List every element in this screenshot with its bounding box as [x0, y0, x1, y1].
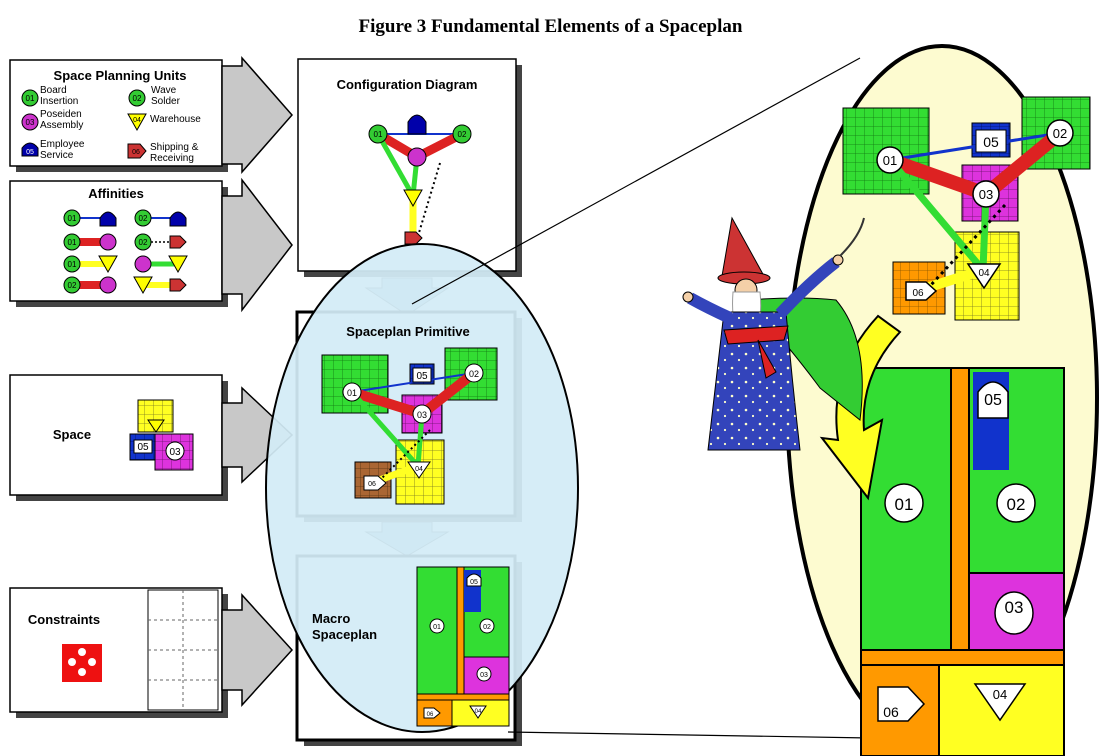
mag-macro-05: 05 [984, 392, 1002, 409]
mag-macro-04: 04 [993, 687, 1007, 702]
affinities-arrow-icon [221, 177, 293, 313]
macro-03: 03 [480, 672, 488, 679]
macro-06: 06 [427, 712, 434, 718]
unit-05-label: Employee [40, 139, 85, 150]
unit-02-icon [128, 89, 146, 107]
macro-title-2: Spaceplan [312, 627, 377, 642]
primitive-05: 05 [416, 371, 428, 382]
primitive-06: 06 [368, 481, 376, 488]
aff-1b: 02 [139, 214, 148, 223]
constraints-panel: Constraints [9, 587, 294, 718]
unit-06-num: 06 [132, 149, 140, 156]
unit-02-label: Wave [151, 85, 177, 96]
space-title: Space [53, 427, 91, 442]
figure-title: Figure 3 Fundamental Elements of a Space… [358, 16, 743, 37]
unit-01-icon [21, 89, 39, 107]
aff-2a: 01 [68, 238, 77, 247]
config-02: 02 [458, 130, 467, 139]
mag-macro-06: 06 [883, 704, 899, 720]
config-01: 01 [374, 130, 383, 139]
unit-03-icon [21, 113, 39, 131]
unit-04-num: 04 [133, 117, 141, 124]
unit-06-icon [127, 143, 147, 159]
units-title: Space Planning Units [54, 68, 187, 83]
unit-05-icon [21, 142, 39, 157]
primitive-content: Spaceplan Primitive 05 01 02 03 04 06 [321, 324, 498, 505]
mag-prim-03: 03 [979, 187, 993, 202]
constraints-arrow-icon [221, 593, 294, 707]
unit-01-num: 01 [26, 94, 35, 103]
unit-06-label-2: Receiving [150, 153, 194, 164]
affinities-title: Affinities [88, 186, 144, 201]
magnified-macro: 01 02 05 03 06 04 [860, 367, 1065, 756]
space-03: 03 [169, 447, 181, 458]
space-panel: Space 05 03 [9, 374, 294, 501]
unit-02-label-2: Solder [151, 96, 181, 107]
mag-prim-06: 06 [912, 288, 924, 299]
unit-01-label-2: Insertion [40, 96, 78, 107]
aff-1a: 01 [68, 214, 77, 223]
unit-02-num: 02 [133, 94, 142, 103]
zoom-line-top [411, 57, 861, 305]
affinities-panel: Affinities 01 02 01 02 01 02 [9, 177, 293, 313]
macro-content: Macro Spaceplan 01 02 05 03 06 04 [312, 566, 510, 727]
unit-05-label-2: Service [40, 150, 74, 161]
primitive-03: 03 [417, 410, 427, 420]
aff-3a: 01 [68, 260, 77, 269]
configuration-title: Configuration Diagram [337, 77, 478, 92]
unit-04-icon [127, 113, 147, 132]
aff-2b: 02 [139, 238, 148, 247]
macro-title: Macro [312, 611, 350, 626]
macro-02: 02 [483, 624, 491, 631]
primitive-01: 01 [347, 388, 357, 398]
configuration-panel: Configuration Diagram 01 02 [297, 58, 522, 277]
mag-prim-05: 05 [983, 134, 999, 150]
macro-05: 05 [470, 579, 478, 586]
mag-prim-01: 01 [883, 153, 897, 168]
wizard-illustration [682, 216, 865, 451]
primitive-04: 04 [415, 466, 423, 473]
mag-prim-02: 02 [1053, 126, 1067, 141]
unit-06-label: Shipping & [150, 142, 199, 153]
mag-macro-03: 03 [1005, 598, 1024, 617]
unit-05-num: 05 [26, 149, 34, 156]
space-05: 05 [137, 442, 149, 453]
unit-03-label-2: Assembly [40, 120, 83, 131]
unit-03-label: Poseiden [40, 109, 82, 120]
mag-macro-01: 01 [895, 495, 914, 514]
zoom-line-bottom [507, 731, 871, 739]
mag-macro-02: 02 [1007, 495, 1026, 514]
aff-4a: 02 [68, 281, 77, 290]
primitive-02: 02 [469, 369, 479, 379]
units-panel: Space Planning Units 01 Board Insertion … [9, 56, 293, 174]
macro-01: 01 [433, 624, 441, 631]
unit-01-label: Board [40, 85, 67, 96]
mag-prim-04: 04 [978, 268, 990, 279]
unit-03-num: 03 [26, 118, 35, 127]
macro-04: 04 [475, 709, 482, 715]
unit-04-label: Warehouse [150, 114, 201, 125]
primitive-title: Spaceplan Primitive [346, 324, 470, 339]
constraints-title: Constraints [28, 612, 100, 627]
magnified-primitive: 05 01 02 03 04 06 [842, 96, 1091, 321]
units-arrow-icon [221, 56, 293, 174]
